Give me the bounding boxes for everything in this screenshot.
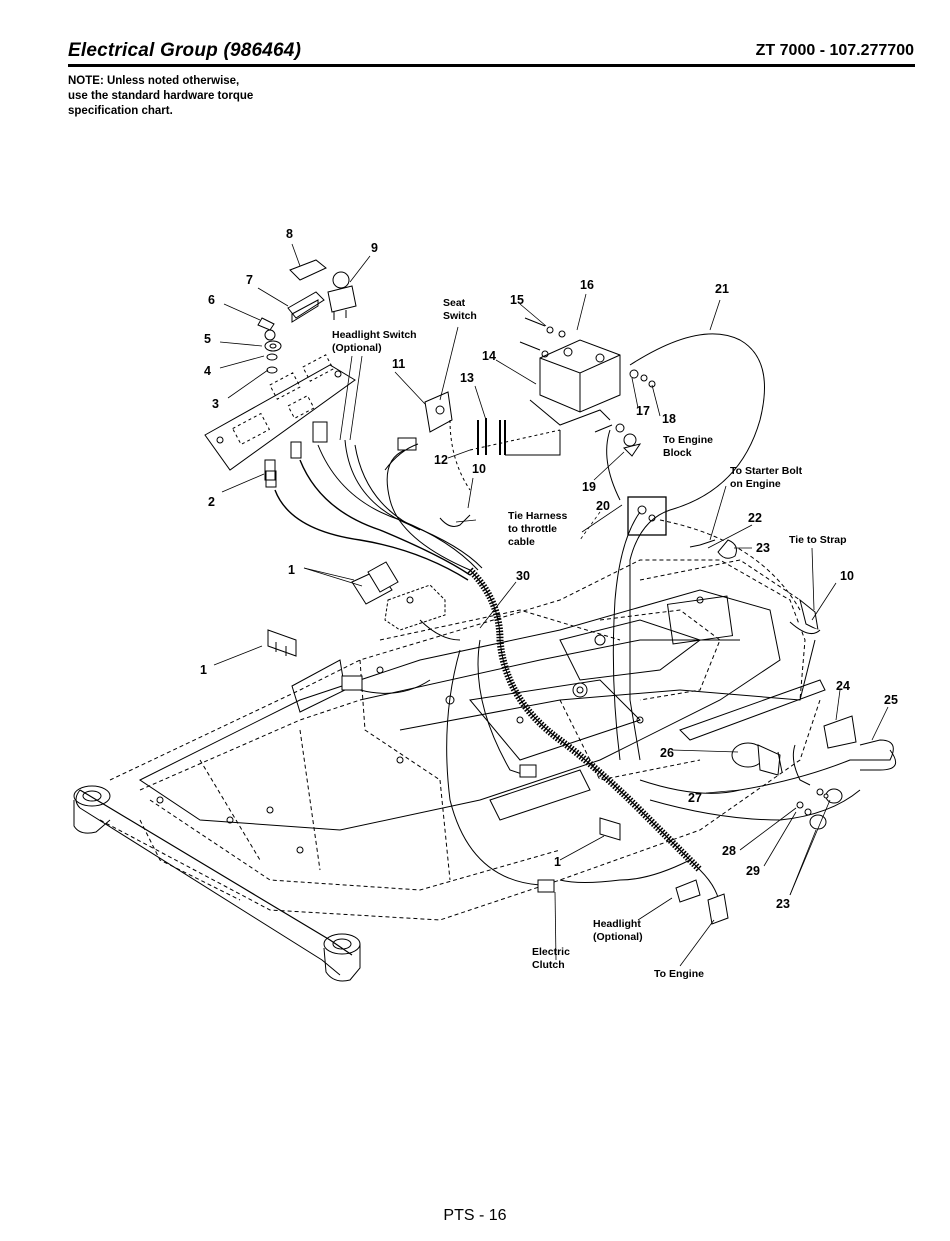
label-electric-clutch: Electric Clutch — [532, 946, 573, 971]
page-number: PTS - 16 — [443, 1207, 507, 1224]
callout-23-lower: 23 — [776, 897, 790, 911]
label-tie-harness: Tie Harness to throttle cable — [508, 510, 570, 548]
callout-12: 12 — [434, 453, 448, 467]
callout-4: 4 — [204, 364, 211, 378]
callout-11: 11 — [392, 357, 405, 371]
callout-28: 28 — [722, 844, 736, 858]
label-headlight: Headlight (Optional) — [593, 918, 644, 943]
rear-components — [267, 514, 857, 925]
header-rule — [68, 64, 915, 67]
label-tie-to-strap: Tie to Strap — [789, 534, 847, 546]
battery-hardware — [519, 317, 667, 536]
label-to-starter-bolt: To Starter Bolt on Engine — [730, 465, 805, 490]
label-seat-switch: Seat Switch — [443, 297, 477, 322]
callout-20: 20 — [596, 499, 610, 513]
wire-harness — [274, 333, 897, 921]
connectors-upper — [264, 391, 453, 488]
callout-21: 21 — [715, 282, 729, 296]
callout-29: 29 — [746, 864, 760, 878]
callout-18: 18 — [662, 412, 676, 426]
ignition-switch — [257, 317, 282, 374]
callout-23-upper: 23 — [756, 541, 770, 555]
callout-8: 8 — [286, 227, 293, 241]
battery — [469, 339, 621, 456]
callout-16: 16 — [580, 278, 594, 292]
dash-panel — [204, 354, 356, 471]
callout-17: 17 — [636, 404, 650, 418]
callout-14: 14 — [482, 349, 496, 363]
callout-3: 3 — [212, 397, 219, 411]
callout-10-lower: 10 — [840, 569, 854, 583]
page-title: Electrical Group (986464) — [68, 40, 302, 61]
callout-9: 9 — [371, 241, 378, 255]
callout-30: 30 — [516, 569, 530, 583]
callout-2: 2 — [208, 495, 215, 509]
model-number: ZT 7000 - 107.277700 — [755, 42, 914, 59]
callout-25: 25 — [884, 693, 898, 707]
callout-1-left: 1 — [200, 663, 207, 677]
label-to-engine-block: To Engine Block — [663, 434, 716, 459]
note-line: use the standard hardware torque — [68, 90, 254, 102]
mower-frame — [73, 519, 826, 982]
text-labels: Headlight Switch (Optional) Seat Switch … — [332, 297, 847, 980]
label-to-engine: To Engine — [654, 968, 704, 980]
page-header: Electrical Group (986464) ZT 7000 - 107.… — [68, 40, 914, 64]
callout-19: 19 — [582, 480, 596, 494]
callout-27: 27 — [688, 791, 702, 805]
callout-7: 7 — [246, 273, 253, 287]
callout-26: 26 — [660, 746, 674, 760]
callout-24: 24 — [836, 679, 850, 693]
label-headlight-switch: Headlight Switch (Optional) — [332, 329, 420, 354]
callout-6: 6 — [208, 293, 215, 307]
pto-switch — [287, 259, 357, 323]
torque-note: NOTE: Unless noted otherwise, use the st… — [68, 74, 328, 119]
leader-lines — [213, 243, 889, 967]
callout-22: 22 — [748, 511, 762, 525]
callout-1-upper: 1 — [288, 563, 295, 577]
callout-10-upper: 10 — [472, 462, 486, 476]
note-line: specification chart. — [68, 105, 173, 117]
callout-numbers: 8 9 7 6 5 4 3 2 11 15 16 21 14 13 17 18 … — [200, 227, 898, 911]
callout-1-lower: 1 — [554, 855, 561, 869]
callout-5: 5 — [204, 332, 211, 346]
callout-13: 13 — [460, 371, 474, 385]
callout-15: 15 — [510, 293, 524, 307]
note-line: NOTE: Unless noted otherwise, — [68, 75, 240, 87]
